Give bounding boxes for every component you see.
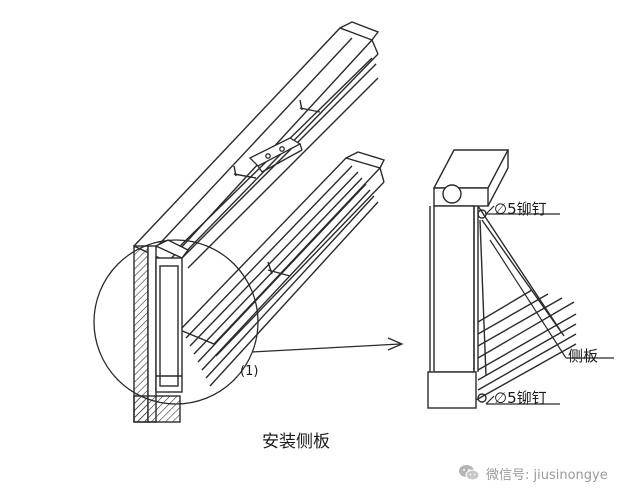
detail-marker: (1) (240, 364, 259, 379)
rivet-bottom-label: ∅5铆钉 (494, 389, 547, 407)
rivet-top-label: ∅5铆钉 (494, 200, 547, 218)
leader-lines (485, 205, 614, 405)
wechat-icon (459, 465, 480, 481)
watermark: 微信号: jiusinongye (458, 462, 608, 484)
rail-bracket (248, 137, 303, 173)
side-panel-label: 侧板 (568, 347, 599, 365)
detail-circle (93, 239, 404, 405)
upper-rail (132, 21, 380, 269)
watermark-text: 微信号: jiusinongye (486, 467, 608, 483)
detail-view (427, 149, 577, 409)
figure-caption: 安装侧板 (262, 432, 330, 452)
lower-rail (178, 151, 385, 387)
end-frame (133, 239, 190, 423)
